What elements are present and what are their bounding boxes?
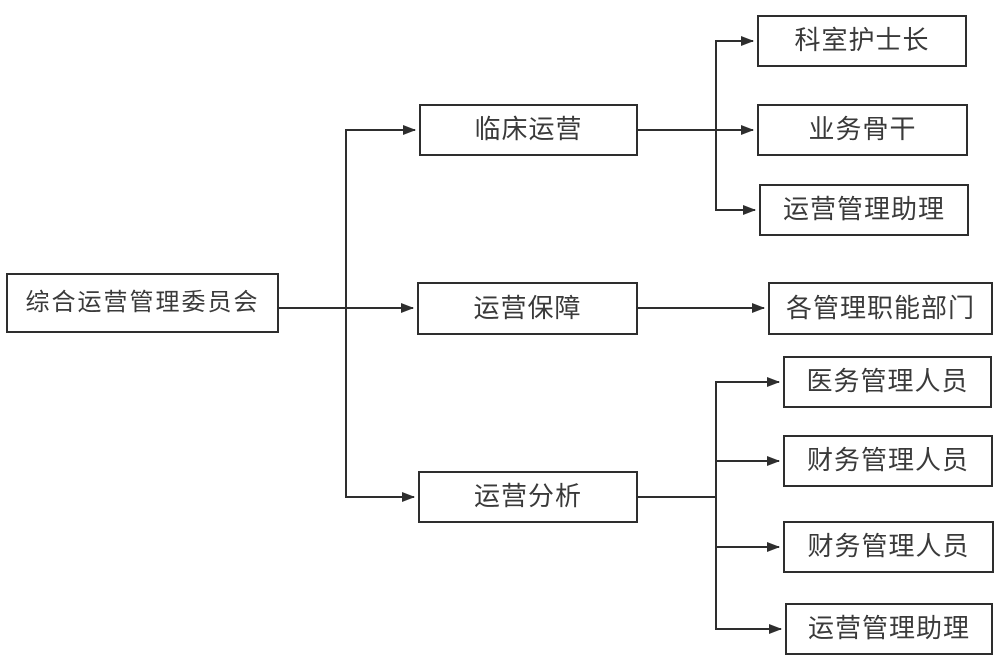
connector-clinical-to-head-nurse (715, 36, 754, 130)
node-business-backbone: 业务骨干 (757, 104, 968, 156)
node-functional-departments: 各管理职能部门 (768, 282, 993, 335)
connector-analysis-to-assistant (715, 497, 782, 634)
connector-trunk-to-clinical (345, 125, 416, 308)
node-clinical-operations: 临床运营 (419, 104, 638, 156)
node-finance-admin-staff-2: 财务管理人员 (783, 521, 994, 573)
connector-analysis-to-finance-1 (715, 456, 780, 497)
node-root-committee: 综合运营管理委员会 (6, 273, 279, 333)
node-operations-assistant-top: 运营管理助理 (759, 184, 969, 236)
node-operations-analysis: 运营分析 (418, 471, 638, 523)
connector-clinical-to-assistant (715, 130, 756, 215)
node-finance-admin-staff-1: 财务管理人员 (783, 435, 993, 487)
node-operations-support: 运营保障 (417, 282, 638, 335)
connector-analysis-to-medical (715, 377, 780, 497)
connector-trunk-to-analysis (345, 308, 415, 502)
node-head-nurse: 科室护士长 (757, 15, 967, 67)
connector-analysis-to-finance-2 (715, 497, 780, 552)
node-medical-admin-staff: 医务管理人员 (783, 356, 992, 408)
node-operations-assistant-bottom: 运营管理助理 (785, 603, 993, 655)
